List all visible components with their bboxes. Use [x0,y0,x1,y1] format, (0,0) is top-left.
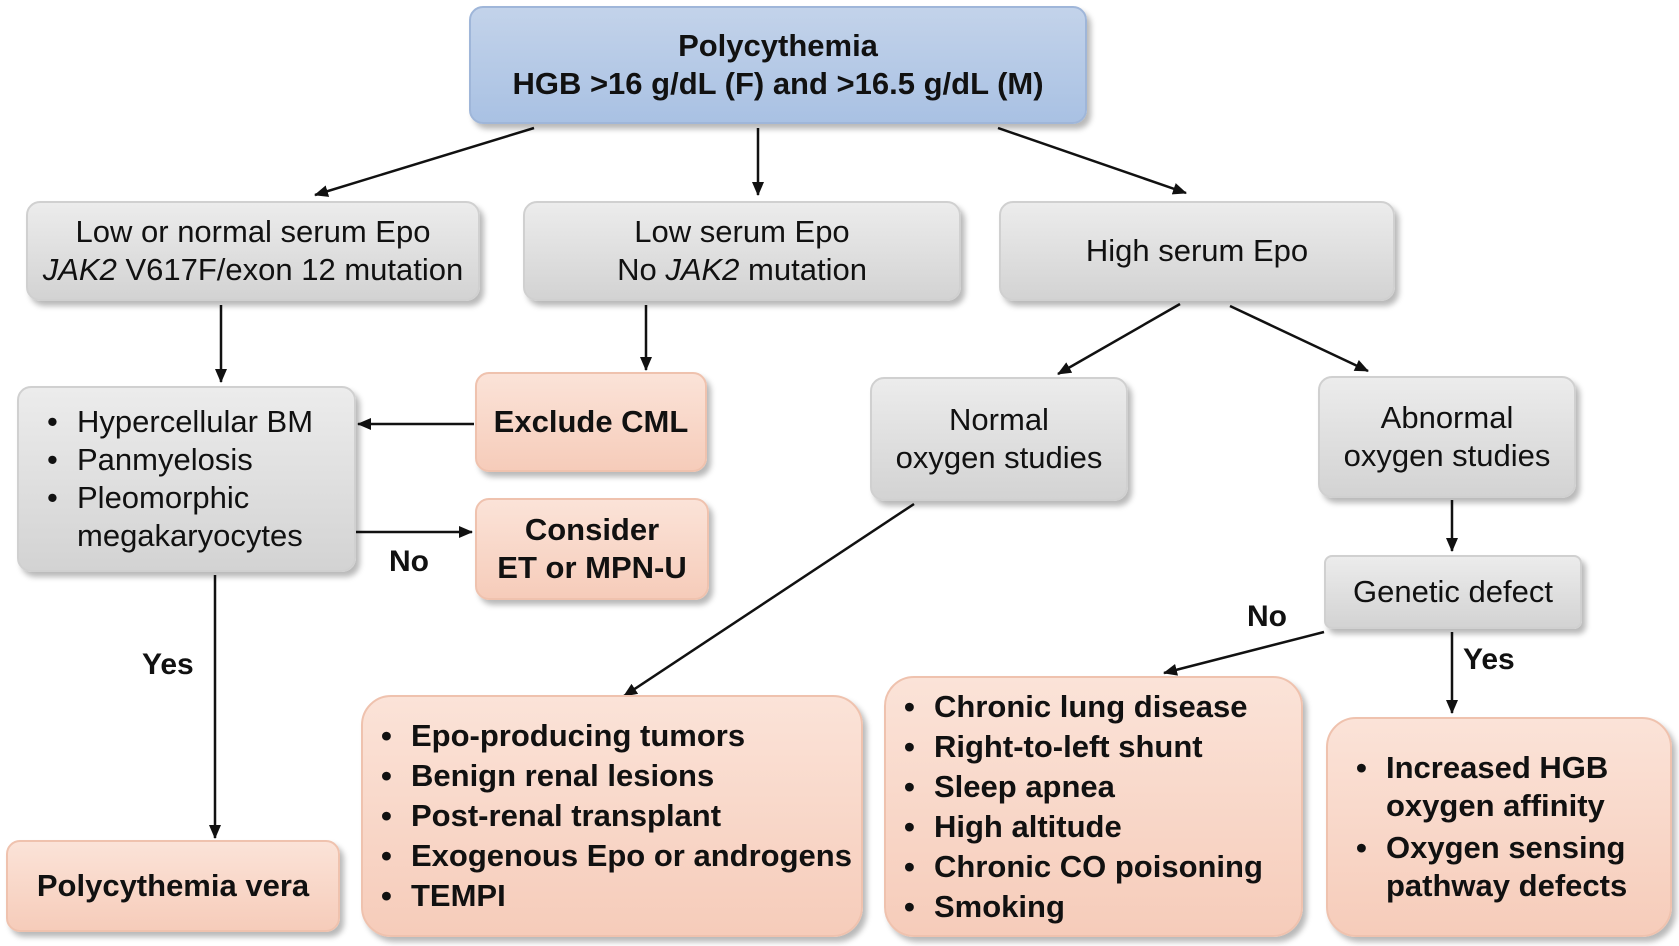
mutation-label: mutation [739,252,867,287]
root-box: Polycythemia HGB >16 g/dL (F) and >16.5 … [469,6,1087,124]
root-criteria: HGB >16 g/dL (F) and >16.5 g/dL (M) [512,66,1044,101]
normal-oxygen-box: Normal oxygen studies [870,377,1128,501]
consider-box: Consider ET or MPN-U [475,498,709,600]
consider-line1: Consider [524,512,660,547]
list-item: Chronic CO poisoning [900,847,1263,887]
low-normal-epo-box: Low or normal serum Epo JAK2 V617F/exon … [26,201,480,301]
bm-findings-box: Hypercellular BM Panmyelosis Pleomorphic… [17,386,356,572]
normal-oxygen-causes-box: Epo-producing tumors Benign renal lesion… [361,695,863,937]
exclude-cml-box: Exclude CML [475,372,707,472]
no-prefix: No [617,252,666,287]
yes-label-pv: Yes [142,648,194,681]
genetic-defect-box: Genetic defect [1324,555,1582,629]
list-item: Smoking [900,887,1263,927]
genetic-causes-list: Increased HGB oxygen affinity Oxygen sen… [1352,749,1648,905]
arrow-root-to-low-normal [314,126,535,197]
normal-oxygen-line1: Normal [949,402,1049,437]
mutation-label: V617F/exon 12 mutation [116,252,464,287]
genetic-defect-text: Genetic defect [1353,574,1553,609]
root-title: Polycythemia [678,28,878,63]
abnormal-oxygen-line1: Abnormal [1380,400,1514,435]
no-label-genetic: No [1247,600,1287,633]
arrow-normal-oxygen-to-causes [623,502,915,698]
normal-oxygen-causes-list: Epo-producing tumors Benign renal lesion… [377,716,852,916]
bm-findings-list: Hypercellular BM Panmyelosis Pleomorphic… [43,403,317,555]
high-epo-text: High serum Epo [1085,233,1309,268]
yes-label-genetic: Yes [1463,643,1515,676]
low-epo-box: Low serum Epo No JAK2 mutation [523,201,961,301]
list-item: Increased HGB oxygen affinity [1352,749,1648,825]
genetic-causes-box: Increased HGB oxygen affinity Oxygen sen… [1326,717,1672,937]
list-item: Pleomorphic megakaryocytes [43,479,317,555]
consider-line2: ET or MPN-U [497,550,687,585]
arrow-root-to-high [997,126,1187,195]
pv-box: Polycythemia vera [6,840,340,932]
jak2-gene-label: JAK2 [42,252,117,287]
jak2-gene-label: JAK2 [665,252,740,287]
high-epo-box: High serum Epo [999,201,1395,301]
abnormal-oxygen-line2: oxygen studies [1343,438,1551,473]
list-item: Benign renal lesions [377,756,852,796]
arrow-high-to-normal-oxygen [1057,302,1181,376]
pv-text: Polycythemia vera [36,868,310,903]
acquired-causes-box: Chronic lung disease Right-to-left shunt… [884,676,1303,937]
list-item: Sleep apnea [900,767,1263,807]
normal-oxygen-line2: oxygen studies [895,440,1103,475]
list-item: Post-renal transplant [377,796,852,836]
low-normal-epo-line1: Low or normal serum Epo [75,214,431,249]
list-item: Epo-producing tumors [377,716,852,756]
list-item: Hypercellular BM [43,403,317,441]
list-item: TEMPI [377,876,852,916]
list-item: Exogenous Epo or androgens [377,836,852,876]
exclude-cml-text: Exclude CML [493,404,689,439]
no-label-consider: No [389,545,429,578]
list-item: Oxygen sensing pathway defects [1352,829,1648,905]
list-item: High altitude [900,807,1263,847]
list-item: Chronic lung disease [900,687,1263,727]
abnormal-oxygen-box: Abnormal oxygen studies [1318,376,1576,498]
low-epo-line2: No JAK2 mutation [617,251,867,289]
arrow-genetic-no-to-acquired [1163,630,1325,676]
arrow-high-to-abnormal-oxygen [1229,304,1369,373]
low-normal-epo-line2: JAK2 V617F/exon 12 mutation [43,251,464,289]
list-item: Panmyelosis [43,441,317,479]
low-epo-line1: Low serum Epo [634,214,850,249]
acquired-causes-list: Chronic lung disease Right-to-left shunt… [900,687,1263,927]
list-item: Right-to-left shunt [900,727,1263,767]
